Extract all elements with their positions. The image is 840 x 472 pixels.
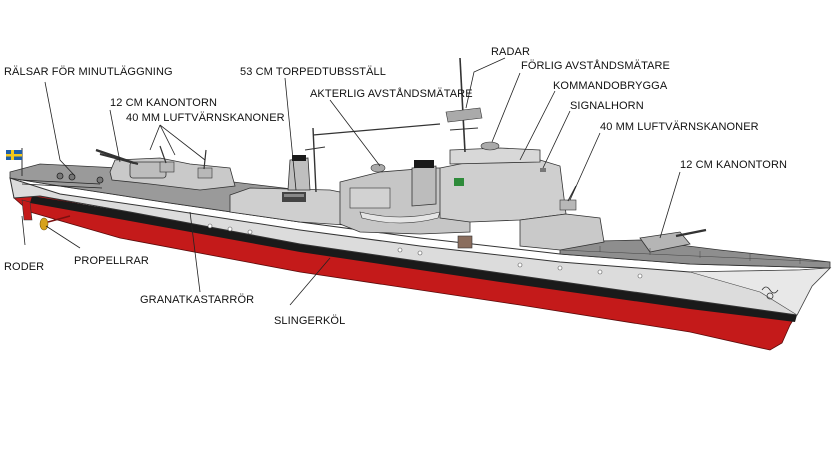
fore-funnel-cap (414, 160, 434, 168)
portholes (207, 223, 643, 279)
aft-mast-yard (304, 146, 326, 151)
label-luftvarnskanoner-fore: 40 MM LUFTVÄRNSKANONER (600, 121, 759, 133)
leader-lines (21, 57, 681, 306)
aft-gun-barrel-2 (99, 153, 139, 165)
aft-funnel (287, 157, 311, 191)
bow-flare (689, 267, 831, 316)
rudder (21, 199, 33, 221)
bow-crest-icon (761, 286, 779, 300)
fore-funnel (411, 165, 437, 207)
mast-stay (312, 123, 441, 136)
label-ralsar: RÄLSAR FÖR MINUTLÄGGNING (4, 66, 173, 78)
aft-aa-barrel-1 (159, 145, 167, 164)
label-propellrar: PROPELLRAR (74, 255, 149, 267)
propeller-icon (39, 217, 49, 231)
label-akterlig-avstandsmatare: AKTERLIG AVSTÅNDSMÄTARE (310, 87, 473, 100)
label-slingerkol: SLINGERKÖL (274, 315, 345, 327)
label-forlig-avstandsmatare: FÖRLIG AVSTÅNDSMÄTARE (521, 59, 670, 72)
bridge-block (439, 159, 567, 223)
fore-gun-turret (639, 231, 691, 253)
torpedo-tubes-detail (284, 194, 304, 197)
label-luftvarnskanoner-aft: 40 MM LUFTVÄRNSKANONER (126, 112, 285, 124)
swedish-flag-icon (6, 150, 22, 160)
label-roder: RODER (4, 261, 44, 273)
deck-fore (559, 239, 831, 269)
aft-mast (312, 127, 317, 193)
aft-rangefinder (370, 163, 386, 173)
label-kanontorn-fore: 12 CM KANONTORN (680, 159, 787, 171)
propeller-shaft (47, 215, 71, 223)
label-kommandobrygga: KOMMANDOBRYGGA (553, 80, 668, 92)
fore-aa-gun (559, 199, 577, 211)
ships-boat (359, 211, 441, 224)
boot-top (30, 196, 797, 322)
aft-aa-gun-2 (197, 167, 213, 179)
radar-antenna-icon (445, 107, 483, 123)
fore-gun-barrel (675, 228, 707, 238)
hatch (457, 235, 473, 249)
fore-deckhouse (519, 213, 605, 251)
bridge-light (454, 178, 464, 186)
fore-aa-barrel (567, 185, 577, 202)
mine-rails (19, 172, 104, 189)
deck-railing (559, 246, 831, 264)
label-signalhorn: SIGNALHORN (570, 100, 644, 112)
fore-rangefinder (480, 141, 500, 151)
label-radar: RADAR (491, 46, 530, 58)
fore-mast (459, 57, 466, 153)
fore-mast-yard (449, 127, 479, 131)
label-granatkastarror: GRANATKASTARRÖR (140, 294, 254, 306)
label-torpedtubsstall: 53 CM TORPEDTUBSSTÄLL (240, 66, 386, 78)
aft-funnel-cap (292, 155, 306, 161)
signal-horn-icon (540, 168, 546, 172)
label-kanontorn-aft: 12 CM KANONTORN (110, 97, 217, 109)
aft-rangefinder-house (349, 187, 391, 209)
aft-aa-gun-1 (159, 161, 175, 173)
bridge-top (449, 147, 541, 165)
